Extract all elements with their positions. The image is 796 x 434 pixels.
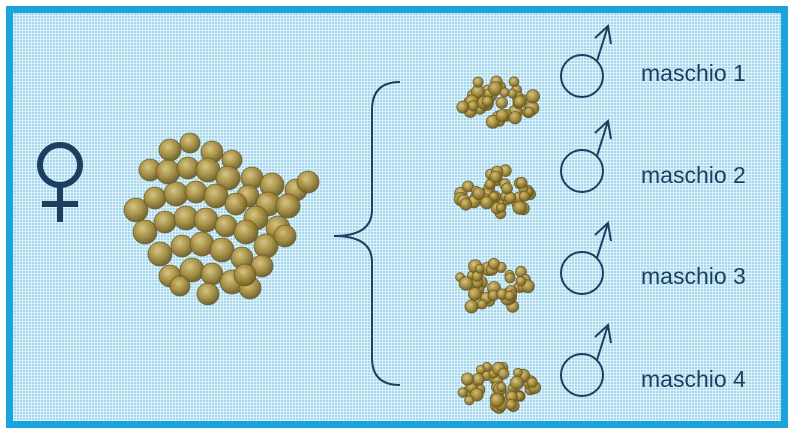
egg-mass-small-3 (456, 258, 535, 313)
egg (234, 220, 258, 244)
egg (509, 77, 519, 87)
egg (505, 291, 515, 301)
male-symbol-icon (561, 121, 611, 192)
egg (509, 112, 521, 124)
egg (154, 211, 176, 233)
egg (465, 300, 478, 313)
egg (461, 373, 473, 385)
egg (460, 198, 472, 210)
egg (234, 264, 256, 286)
egg (519, 191, 529, 201)
egg (502, 183, 513, 194)
egg (497, 382, 506, 391)
egg-mass-icon (124, 133, 319, 305)
egg (159, 139, 181, 161)
egg (297, 171, 319, 193)
egg (197, 283, 219, 305)
egg (476, 365, 485, 374)
egg (194, 208, 218, 232)
male-symbol-icon (561, 26, 611, 97)
egg (274, 225, 296, 247)
egg (465, 396, 474, 405)
male-label-4: maschio 4 (641, 366, 746, 393)
egg (148, 242, 172, 266)
egg (496, 203, 505, 212)
egg (210, 238, 234, 262)
egg (516, 276, 526, 286)
egg (180, 133, 200, 153)
egg (473, 188, 485, 200)
egg (506, 399, 516, 409)
egg (473, 77, 483, 87)
egg (170, 276, 190, 296)
egg (185, 181, 207, 203)
male-symbol-icon (561, 223, 611, 294)
male-label-2: maschio 2 (641, 162, 746, 189)
egg (488, 258, 499, 269)
egg (457, 101, 469, 113)
egg (215, 215, 237, 237)
egg-mass-small-2 (454, 165, 535, 219)
egg (490, 171, 502, 183)
male-label-1: maschio 1 (641, 60, 746, 87)
egg (468, 101, 478, 111)
male-label-3: maschio 3 (641, 263, 746, 290)
egg (482, 96, 493, 107)
egg (505, 273, 515, 283)
egg (225, 193, 247, 215)
egg (156, 160, 180, 184)
egg (524, 107, 534, 117)
egg (496, 97, 508, 109)
egg (510, 376, 523, 389)
egg (527, 377, 537, 387)
egg (144, 187, 166, 209)
egg (276, 194, 300, 218)
curly-brace (334, 82, 400, 385)
egg (496, 110, 508, 122)
egg (164, 182, 188, 206)
egg (468, 288, 481, 301)
egg (459, 277, 473, 291)
egg (500, 88, 509, 97)
egg (204, 184, 228, 208)
egg-mass-small-4 (458, 362, 541, 413)
egg (171, 235, 193, 257)
male-symbol-icon (561, 325, 611, 396)
egg (498, 368, 509, 379)
female-symbol-icon (40, 145, 80, 222)
egg (513, 201, 526, 214)
egg (516, 177, 527, 188)
egg (526, 90, 539, 103)
egg (177, 157, 199, 179)
egg (513, 368, 522, 377)
egg (133, 220, 157, 244)
egg (490, 394, 504, 408)
egg-mass-small-1 (457, 76, 540, 129)
egg (477, 300, 486, 309)
egg (475, 264, 484, 273)
